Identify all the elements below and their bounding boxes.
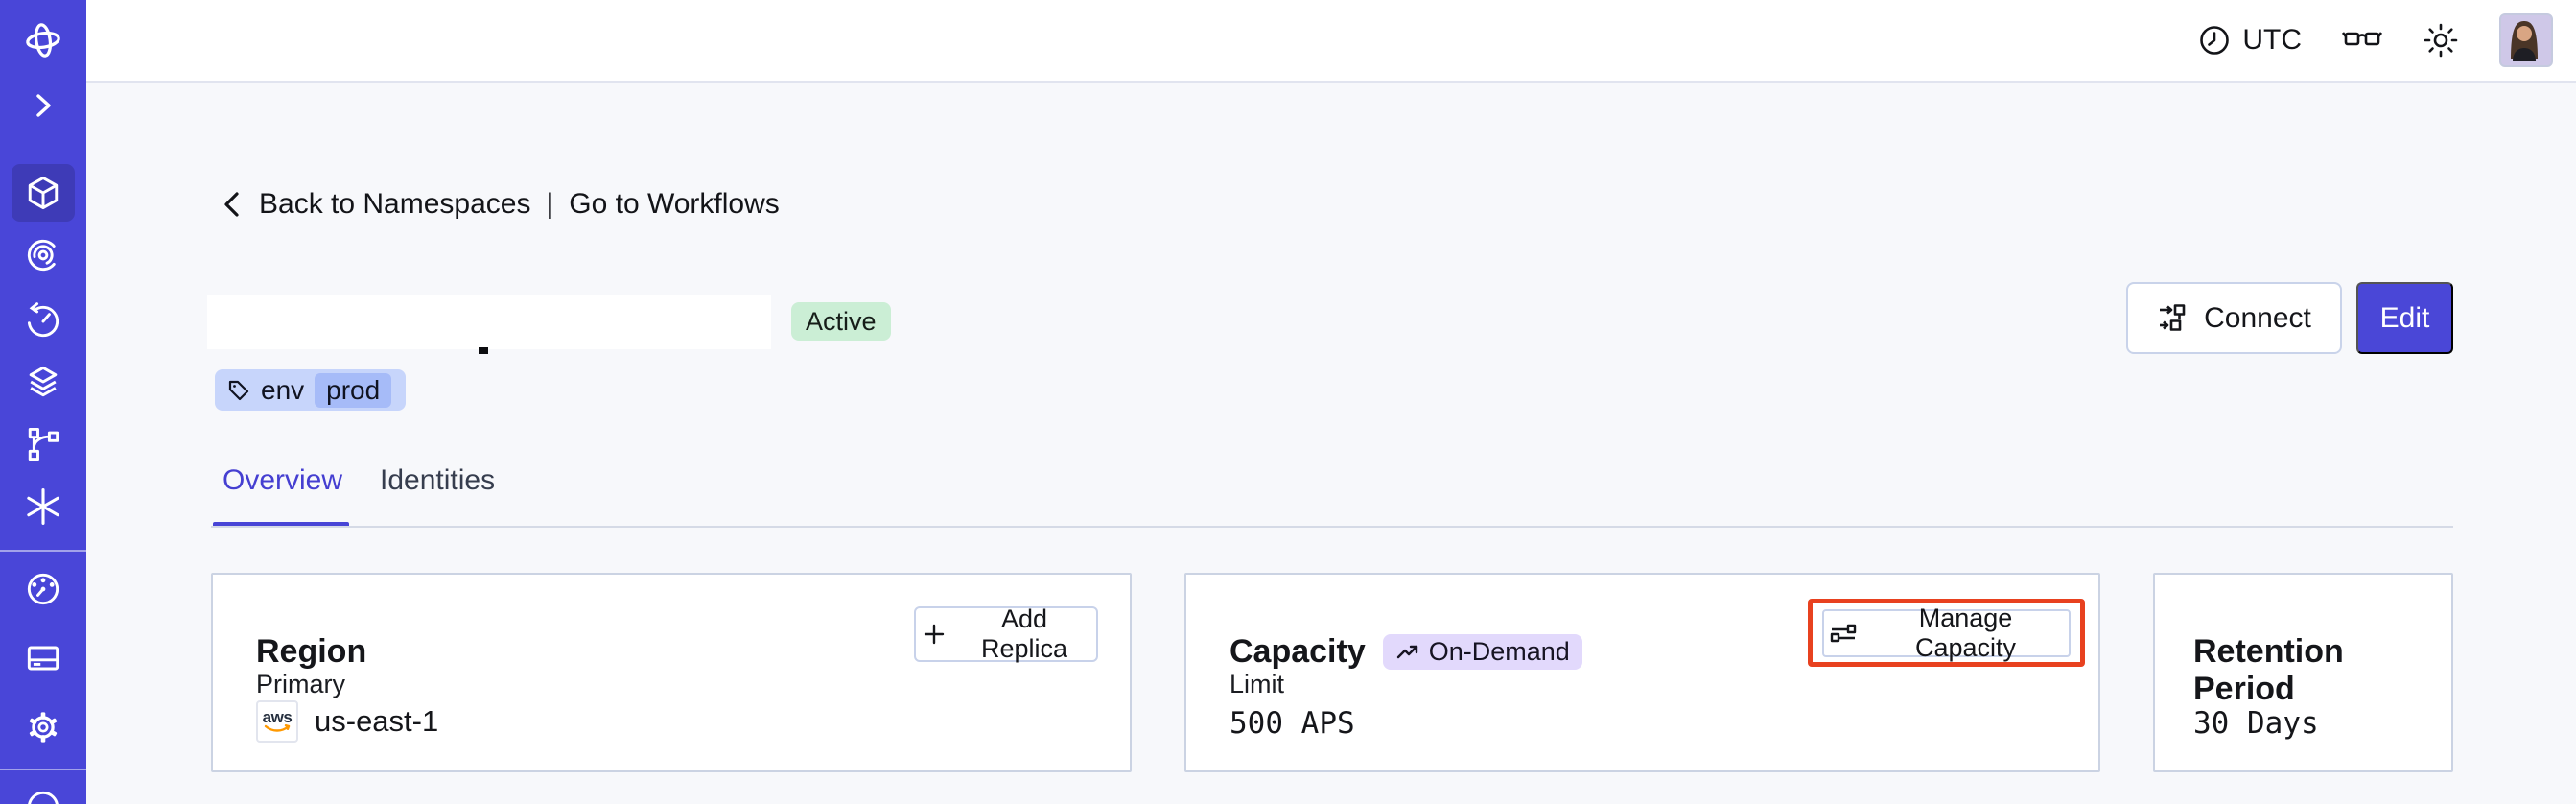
capacity-value: 500 APS (1229, 706, 1355, 741)
breadcrumb: Back to Namespaces | Go to Workflows (219, 188, 780, 221)
sidebar-item-ai[interactable] (0, 478, 86, 535)
on-demand-badge: On-Demand (1382, 634, 1582, 671)
add-replica-button[interactable]: Add Replica (914, 604, 1098, 663)
sidebar-divider (0, 550, 86, 552)
breadcrumb-separator: | (546, 188, 554, 220)
sidebar-divider-bottom (0, 769, 86, 770)
plus-icon (922, 622, 947, 647)
temporal-logo[interactable] (0, 12, 86, 69)
sidebar (0, 0, 86, 804)
timezone-selector[interactable]: UTC (2198, 24, 2302, 57)
edit-button[interactable]: Edit (2356, 282, 2453, 354)
sidebar-item-deployments[interactable] (0, 415, 86, 473)
namespace-title-redacted (207, 295, 771, 349)
add-replica-label: Add Replica (980, 604, 1068, 663)
edit-button-label: Edit (2379, 301, 2430, 334)
breadcrumb-back-link[interactable]: Back to Namespaces (259, 188, 531, 220)
sun-icon[interactable] (2423, 22, 2459, 59)
nexus-spiral-icon (22, 234, 64, 276)
redacted-text-artifact (479, 347, 488, 354)
region-value-row: aws us-east-1 (256, 700, 438, 743)
tag-icon (227, 379, 250, 402)
sidebar-item-billing[interactable] (0, 629, 86, 687)
clock-icon (2198, 24, 2231, 57)
sidebar-item-batch[interactable] (0, 353, 86, 411)
usage-gauge-icon (22, 568, 64, 610)
schedules-clock-icon (22, 300, 64, 343)
sidebar-item-nexus[interactable] (0, 226, 86, 284)
manage-capacity-label: Manage Capacity (1914, 603, 2017, 662)
region-field-label: Primary (256, 670, 345, 698)
tag-value-chip: prod (315, 372, 392, 408)
tab-identities[interactable]: Identities (380, 464, 496, 496)
sliders-icon (1830, 620, 1857, 647)
user-avatar[interactable] (2499, 13, 2553, 67)
layers-icon (22, 361, 64, 403)
breadcrumb-workflows-link[interactable]: Go to Workflows (569, 188, 780, 220)
help-circle-icon (22, 789, 64, 804)
aws-icon: aws (256, 700, 298, 743)
asterisk-icon (22, 485, 64, 528)
sidebar-item-usage[interactable] (0, 560, 86, 618)
namespace-tag[interactable]: env prod (215, 369, 407, 411)
connect-button-label: Connect (2204, 301, 2311, 334)
capacity-field-label: Limit (1229, 670, 1285, 698)
sidebar-item-namespaces[interactable] (12, 164, 75, 222)
tag-key: env (261, 374, 305, 405)
manage-capacity-highlight: Manage Capacity (1808, 599, 2085, 667)
retention-card-title: Retention Period (2193, 633, 2344, 708)
branch-icon (22, 423, 64, 465)
sidebar-item-settings[interactable] (0, 698, 86, 756)
settings-gear-icon (22, 706, 64, 748)
back-chevron-icon[interactable] (219, 188, 244, 221)
connect-button[interactable]: Connect (2126, 282, 2342, 354)
sidebar-expand-chevron[interactable] (0, 77, 86, 134)
sidebar-item-help[interactable] (0, 789, 86, 804)
capacity-card-title: Capacity On-Demand (1229, 633, 1582, 671)
glasses-icon[interactable] (2342, 25, 2382, 56)
retention-card: Retention Period 30 Days (2153, 573, 2453, 772)
region-value: us-east-1 (315, 704, 439, 738)
top-bar: UTC (86, 0, 2576, 83)
timezone-label: UTC (2242, 24, 2302, 56)
manage-capacity-button[interactable]: Manage Capacity (1822, 603, 2071, 662)
active-tab-underline (213, 522, 349, 528)
capacity-card: Capacity On-Demand Manage Capacity (1184, 573, 2100, 772)
namespaces-cube-icon (22, 172, 64, 214)
region-card: Region Add Replica Primary aws us-east-1 (211, 573, 1132, 772)
sidebar-item-schedules[interactable] (0, 293, 86, 350)
billing-card-icon (22, 637, 64, 679)
retention-value: 30 Days (2193, 706, 2319, 741)
trend-up-icon (1395, 640, 1420, 665)
region-card-title: Region (256, 633, 367, 671)
status-badge: Active (791, 302, 891, 341)
tab-overview[interactable]: Overview (222, 464, 343, 496)
tabs-baseline (211, 526, 2453, 528)
connect-flow-icon (2157, 302, 2190, 335)
